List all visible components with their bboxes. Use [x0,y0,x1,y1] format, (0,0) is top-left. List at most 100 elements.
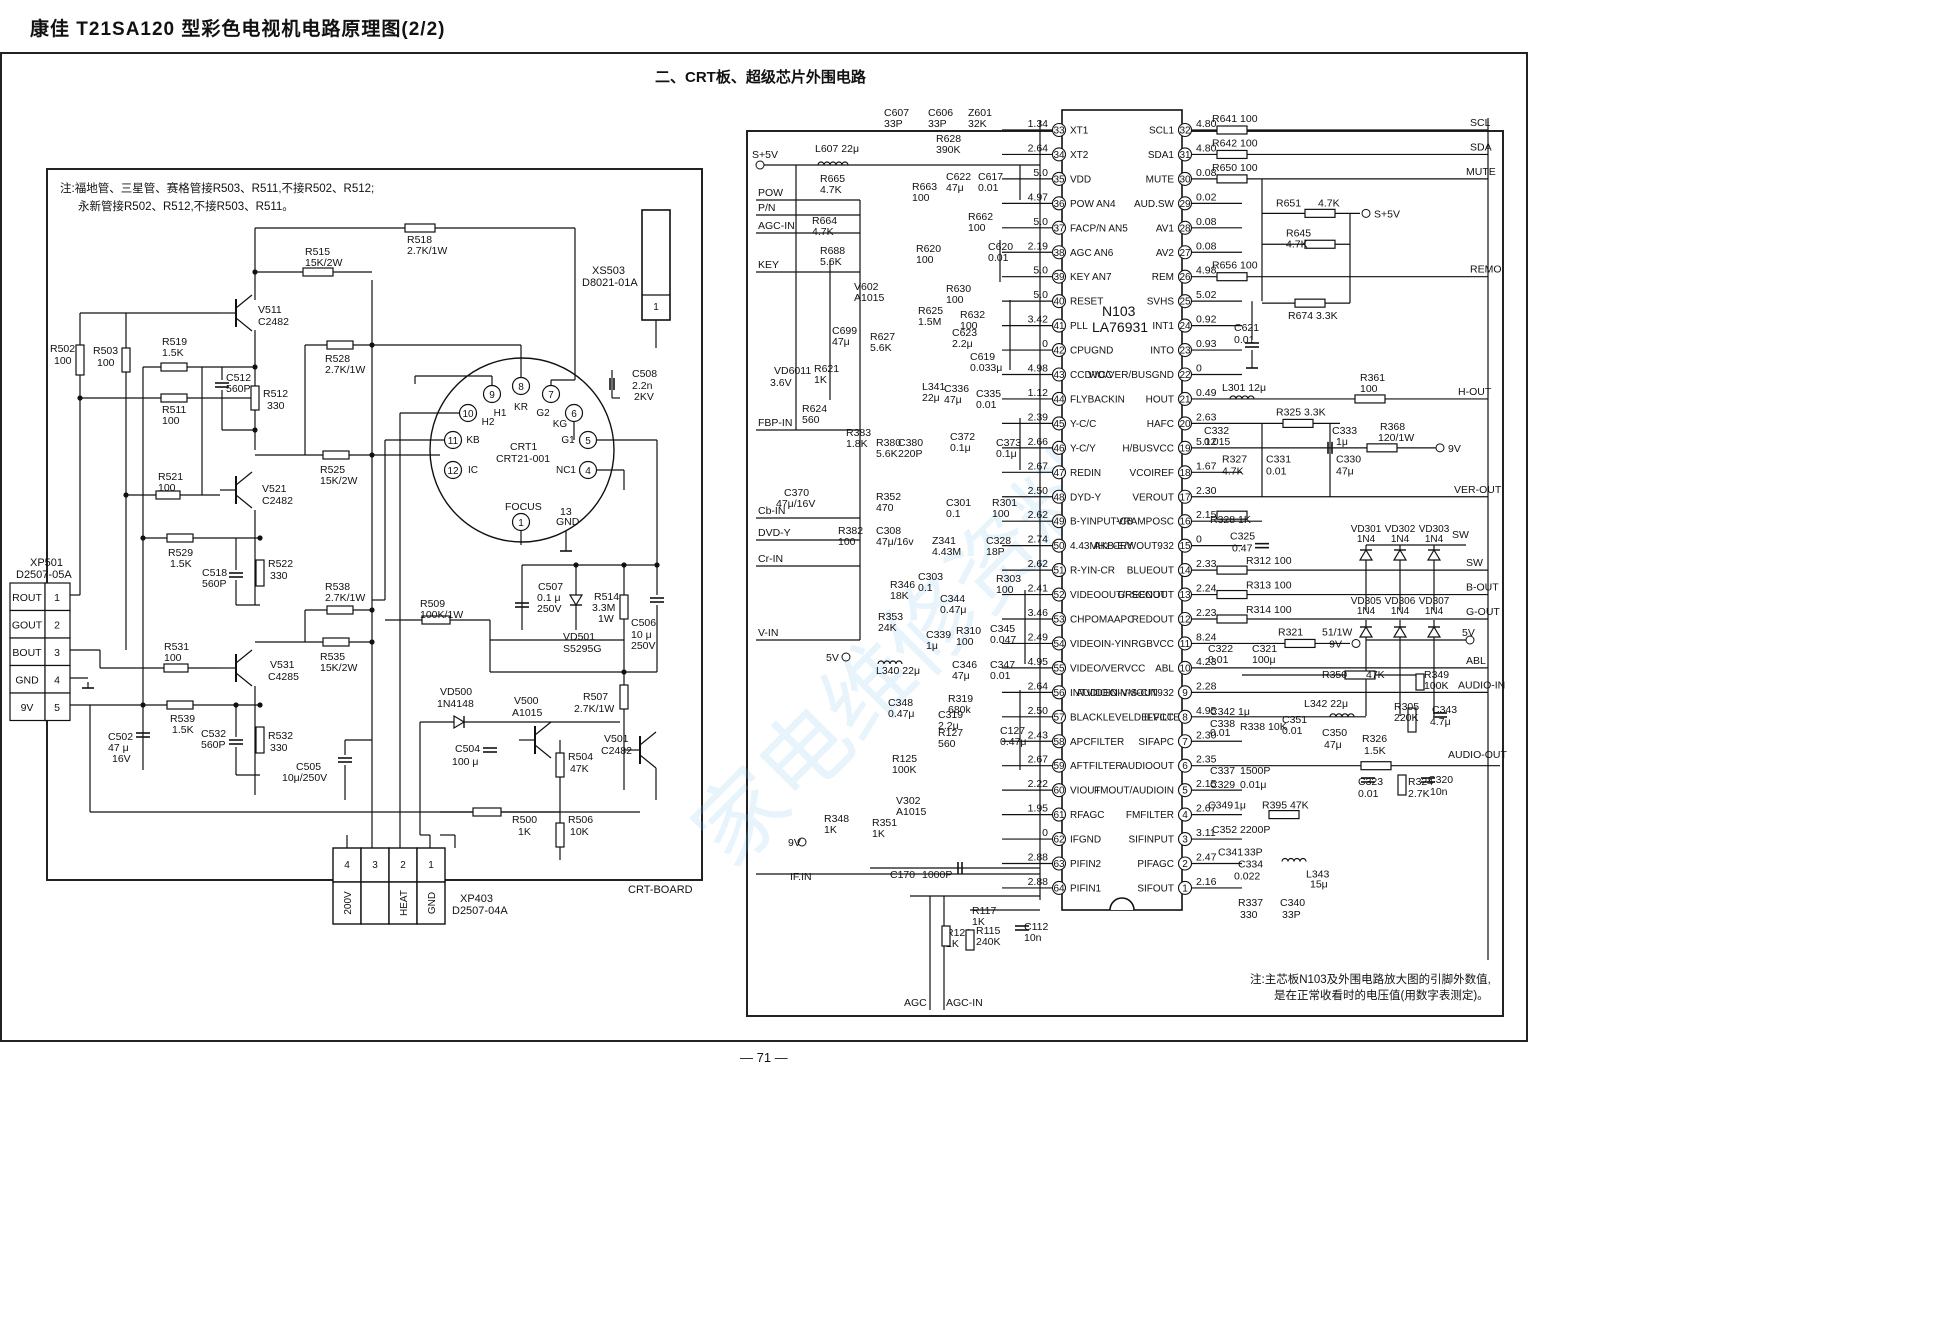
n103-chip-notch [1109,897,1135,911]
part-ref-r353: R353 [878,611,903,623]
crt-pin-label: KB [466,435,480,446]
part-value-r382: 100 [838,536,856,548]
part-ref-r346: R346 [890,579,915,591]
c170-ref: C170 [890,869,915,881]
c370-val: 47μ/16V [776,498,815,510]
n103-pin-voltage: 1.95 [1028,803,1049,815]
xp403-pin-cell [416,847,446,883]
resistor-symbol [160,393,188,403]
l343-ref: L343 [1306,869,1330,881]
n103-pin-name: VRAMPOSC [1117,517,1174,528]
r321-val: 51/1W [1322,626,1352,638]
part-value-c328: 18P [986,546,1005,558]
section-title: 二、CRT板、超级芯片外围电路 [655,69,866,86]
n103-pin-17 [1177,489,1193,504]
part-ref-r521: R521 [158,471,183,483]
crt-pin-circle [564,403,584,423]
r326-ref: R326 [1362,733,1387,745]
part-ref-c303: C303 [918,571,943,583]
n103-pin-name: BLUEOUT [1127,566,1174,577]
c322-ref: C322 [1208,643,1233,655]
n103-pin-6 [1177,758,1193,773]
part-value-c336: 47μ [944,394,962,406]
part-ref-r383: R383 [846,427,871,439]
r642-label: R642 100 [1212,137,1258,149]
n103-pin-voltage: 2.88 [1028,876,1049,888]
c370-ref: C370 [784,487,809,499]
resistor-symbol [1354,394,1386,404]
n103-pin-number: 5 [1182,786,1188,797]
resistor-symbol [1216,125,1248,135]
part-value-l341: 22μ [922,392,940,404]
n103-pin-voltage: 2.15 [1196,509,1217,521]
resistor-symbol [255,559,265,587]
c349-ref: C349 [1208,800,1233,812]
n103-pin-number: 28 [1179,223,1191,234]
n103-pin-voltage: 2.64 [1028,142,1049,154]
resistor-symbol [472,807,502,817]
part-value-v602: A1015 [854,292,885,304]
xp501-label-cell [9,609,46,639]
n103-pin-number: 9 [1182,688,1188,699]
signal-agc-in-bottom: AGC-IN [946,997,983,1009]
part-value-r509: 100K/1W [420,609,463,621]
crt-focus-label: FOCUS [505,501,542,513]
part-ref-c335: C335 [976,388,1001,400]
resistor-symbol [1284,638,1316,649]
signal-v-in: V-IN [758,627,778,639]
part-value-c380: 220P [898,448,923,460]
n103-pin-name: PIFIN1 [1070,883,1102,894]
n103-pin-voltage: 3.11 [1196,827,1216,839]
n103-pin-53 [1051,611,1067,627]
n103-pin-name: SIFOUT [1137,883,1174,894]
n103-pin-voltage: 2.63 [1196,411,1217,423]
crt-pin-number: 8 [518,382,524,393]
n103-pin-number: 26 [1179,272,1191,283]
part-value-c373: 0.1μ [996,448,1017,460]
junction-dot [369,607,375,613]
crt-pin-number: 5 [585,436,591,447]
r539-ref: R539 [170,713,195,725]
n103-pin-voltage: 4.98 [1196,265,1217,277]
n103-pin-name: ABL [1155,663,1174,674]
c351-ref: C351 [1282,714,1307,726]
part-value-r117: 1K [972,916,985,928]
part-value-r531: 100 [164,652,182,664]
main-note-line-1: 注:主芯板N103及外围电路放大图的引脚外数值, [1250,974,1491,986]
signal-9v-right-1: 9V [1448,443,1461,455]
n103-pin-number: 13 [1179,590,1191,601]
signal-agc: AGC [904,997,927,1009]
xp403-label-cell [388,881,418,925]
c506-val2: 250V [631,640,656,652]
n103-pin-name: FLYBACKIN [1070,394,1125,405]
part-ref-r509: R509 [420,598,445,610]
xp501-pin-number: 2 [54,620,60,632]
fivev-terminal-left [841,652,851,662]
part-ref-r624: R624 [802,403,827,415]
part-ref-z601: Z601 [968,107,992,119]
r641-label: R641 100 [1212,113,1258,125]
part-value-r361: 100 [1360,383,1378,395]
crt-pin-label: H1 [494,408,507,419]
n103-pin-52 [1051,587,1067,602]
n103-pin-name: VIDEOIN-YIN [1070,639,1131,650]
r651-val: 4.7K [1318,197,1340,209]
n103-pin-9 [1177,685,1193,700]
n103-pin-27 [1177,245,1193,260]
part-value-c347: 0.01 [990,670,1011,682]
part-value-r624: 560 [802,414,820,426]
n103-pin-voltage: 2.62 [1028,509,1049,521]
n103-pin-5 [1177,783,1193,798]
vd501-val: S5295G [563,643,602,655]
v531-label: V531 [270,659,295,671]
xp501-pin-number: 3 [54,647,60,659]
n103-pin-16 [1177,514,1193,529]
xp403-pin-number: 2 [400,860,406,871]
part-ref-c620: C620 [988,241,1013,253]
vd500-val: 1N4148 [437,698,474,710]
part-value-c301: 0.1 [946,508,961,520]
n103-pin-number: 16 [1179,517,1191,528]
part-value-r521: 100 [158,482,176,494]
part-value-r346: 18K [890,590,909,602]
n103-pin-voltage: 2.16 [1196,876,1217,888]
